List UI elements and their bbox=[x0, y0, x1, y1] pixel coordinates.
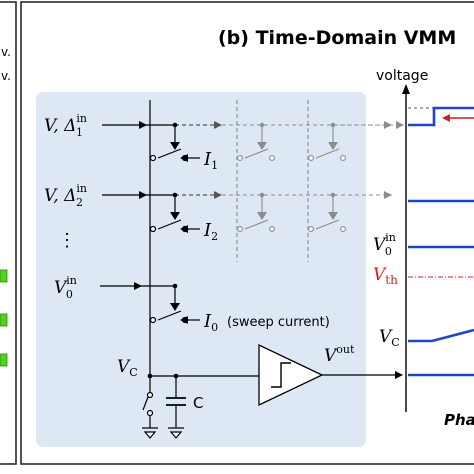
main-panel-frame bbox=[20, 1, 474, 465]
vc-waveform-label: VC bbox=[379, 327, 400, 349]
green-marker-3 bbox=[0, 353, 8, 367]
green-marker-2 bbox=[0, 313, 8, 327]
v1-waveform bbox=[408, 106, 474, 127]
sweep-current-note: (sweep current) bbox=[227, 315, 330, 330]
input-row-2 bbox=[102, 191, 222, 233]
panel-title: (b) Time-Domain VMM bbox=[218, 27, 456, 49]
left-partial-text-1: v. bbox=[1, 45, 11, 59]
left-partial-text-2: v. bbox=[1, 69, 11, 83]
voltage-axis-arrow bbox=[402, 84, 410, 94]
capacitor-label: C bbox=[193, 394, 203, 412]
current-label-2: I2 bbox=[203, 220, 218, 243]
delta-arrowhead bbox=[442, 114, 450, 122]
green-marker-1 bbox=[0, 269, 8, 283]
reset-switch bbox=[142, 391, 158, 439]
vth-label: Vth bbox=[373, 265, 398, 287]
left-panel-frame bbox=[0, 1, 17, 465]
circuit bbox=[100, 100, 403, 439]
comparator bbox=[258, 343, 403, 407]
input-row-1 bbox=[102, 121, 222, 162]
current-label-1: I1 bbox=[203, 149, 218, 172]
capacitor bbox=[166, 376, 186, 439]
input-row-0 bbox=[100, 282, 200, 324]
link-arrowhead bbox=[396, 121, 404, 129]
ghost-switches bbox=[237, 122, 346, 232]
bottom-cut-label: Pha bbox=[444, 411, 474, 429]
vc-node-label: VC bbox=[117, 357, 138, 379]
vertical-ellipsis: ⋮ bbox=[58, 230, 76, 251]
voltage-axis-label: voltage bbox=[376, 68, 428, 84]
current-label-0: I0 bbox=[203, 311, 218, 334]
left-partial-panel: v. v. bbox=[0, 1, 17, 465]
vc-waveform bbox=[408, 328, 474, 343]
vout-label: Vout bbox=[324, 343, 355, 366]
